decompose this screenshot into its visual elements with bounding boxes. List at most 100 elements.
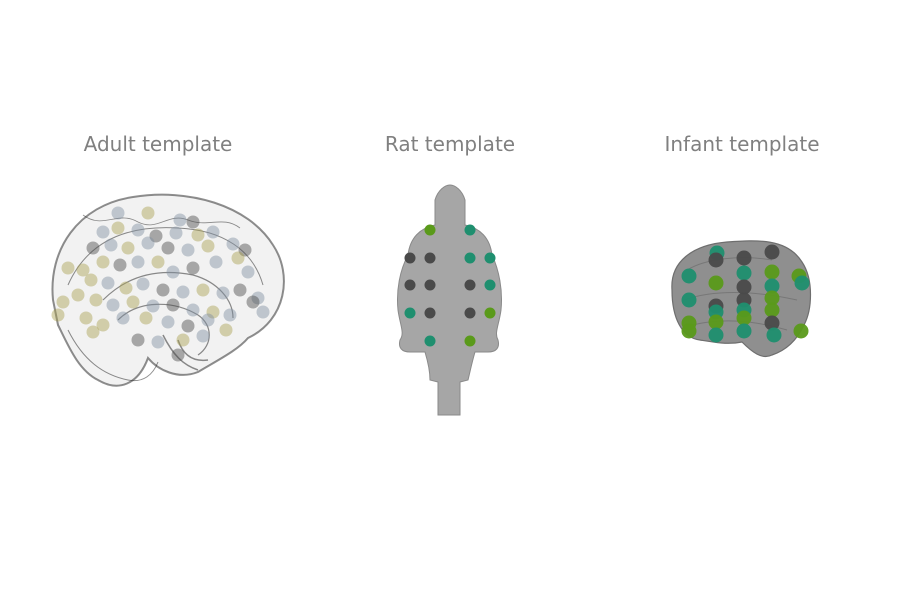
- electrode-dot: [238, 243, 252, 257]
- electrode-dot: [96, 255, 110, 269]
- electrode-dot: [151, 255, 165, 269]
- electrode-dot: [736, 250, 752, 266]
- electrode-dot: [736, 323, 752, 339]
- electrode-dot: [186, 303, 200, 317]
- rat-brain-silhouette: [397, 184, 502, 416]
- electrode-dot: [484, 252, 496, 264]
- electrode-dot: [56, 295, 70, 309]
- electrode-dot: [156, 283, 170, 297]
- electrode-dot: [424, 279, 436, 291]
- panel-rat: Rat template: [300, 0, 600, 600]
- electrode-dot: [231, 251, 245, 265]
- electrode-dot: [681, 323, 697, 339]
- electrode-dot: [166, 265, 180, 279]
- electrode-dot: [764, 278, 780, 294]
- electrode-dot: [121, 241, 135, 255]
- adult-brain-outline: [51, 193, 285, 387]
- electrode-dot: [251, 291, 265, 305]
- electrode-dot: [89, 293, 103, 307]
- electrode-dot: [794, 275, 810, 291]
- rat-electrodes: [404, 224, 496, 347]
- electrode-dot: [681, 268, 697, 284]
- electrode-dot: [169, 226, 183, 240]
- electrode-dot: [101, 276, 115, 290]
- electrode-dot: [116, 311, 130, 325]
- electrode-dot: [113, 258, 127, 272]
- electrode-dot: [708, 275, 724, 291]
- electrode-dot: [96, 225, 110, 239]
- electrode-dot: [141, 236, 155, 250]
- electrode-dot: [219, 323, 233, 337]
- electrode-dot: [76, 263, 90, 277]
- electrode-dot: [241, 265, 255, 279]
- electrode-dot: [464, 224, 476, 236]
- electrode-dot: [708, 252, 724, 268]
- adult-electrodes: [51, 206, 270, 362]
- electrode-dot: [764, 244, 780, 260]
- electrode-dot: [424, 252, 436, 264]
- infant-electrodes: [681, 244, 810, 343]
- electrode-dot: [111, 206, 125, 220]
- electrode-dot: [196, 283, 210, 297]
- electrode-dot: [201, 239, 215, 253]
- electrode-dot: [96, 318, 110, 332]
- electrode-dot: [464, 307, 476, 319]
- electrode-dot: [201, 313, 215, 327]
- electrode-dot: [226, 237, 240, 251]
- electrode-dot: [79, 311, 93, 325]
- electrode-dot: [766, 327, 782, 343]
- electrode-dot: [196, 329, 210, 343]
- electrode-dot: [216, 286, 230, 300]
- electrode-dot: [191, 228, 205, 242]
- electrode-dot: [223, 308, 237, 322]
- panel-adult: Adult template: [8, 0, 308, 600]
- electrode-dot: [149, 229, 163, 243]
- electrode-dot: [84, 273, 98, 287]
- adult-brain-shading: [52, 194, 284, 386]
- adult-brain-figure: [51, 193, 285, 387]
- electrode-dot: [424, 307, 436, 319]
- electrode-dot: [173, 213, 187, 227]
- electrode-dot: [151, 335, 165, 349]
- electrode-dot: [171, 348, 185, 362]
- electrode-dot: [256, 305, 270, 319]
- panel-title-rat: Rat template: [384, 132, 516, 156]
- electrode-dot: [104, 238, 118, 252]
- electrode-dot: [61, 261, 75, 275]
- electrode-dot: [764, 264, 780, 280]
- electrode-dot: [131, 333, 145, 347]
- electrode-dot: [186, 215, 200, 229]
- electrode-dot: [86, 241, 100, 255]
- panel-infant: Infant template: [592, 0, 892, 600]
- electrode-dot: [404, 279, 416, 291]
- electrode-dot: [146, 299, 160, 313]
- electrode-dot: [139, 311, 153, 325]
- electrode-dot: [233, 283, 247, 297]
- electrode-dot: [176, 285, 190, 299]
- electrode-dot: [206, 305, 220, 319]
- electrode-dot: [51, 308, 65, 322]
- electrode-dot: [764, 290, 780, 306]
- electrode-dot: [131, 255, 145, 269]
- electrode-dot: [209, 255, 223, 269]
- electrode-dot: [764, 315, 780, 331]
- electrode-dot: [131, 223, 145, 237]
- electrode-dot: [206, 225, 220, 239]
- electrode-dot: [793, 323, 809, 339]
- electrode-dot: [161, 241, 175, 255]
- electrode-dot: [484, 307, 496, 319]
- electrode-dot: [736, 279, 752, 295]
- electrode-dot: [106, 298, 120, 312]
- electrode-dot: [708, 327, 724, 343]
- electrode-dot: [141, 206, 155, 220]
- electrode-dot: [126, 295, 140, 309]
- electrode-dot: [181, 243, 195, 257]
- electrode-dot: [111, 221, 125, 235]
- electrode-dot: [464, 279, 476, 291]
- electrode-dot: [136, 277, 150, 291]
- electrode-dot: [246, 295, 260, 309]
- electrode-dot: [161, 315, 175, 329]
- electrode-dot: [404, 307, 416, 319]
- electrode-dot: [464, 335, 476, 347]
- electrode-dot: [404, 252, 416, 264]
